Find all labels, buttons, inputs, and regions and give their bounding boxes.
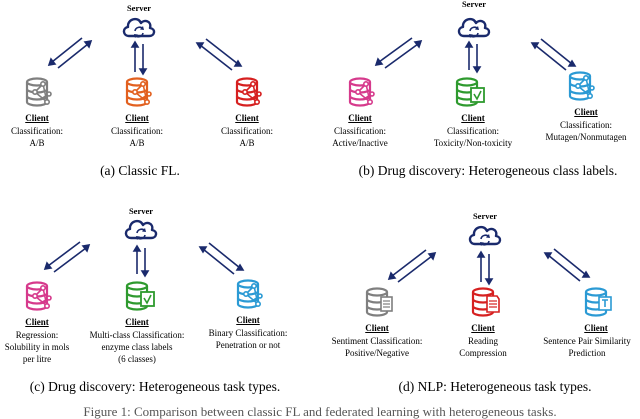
panel-caption: (a) Classic FL. (100, 163, 180, 178)
up-down-arrows-icon (132, 244, 150, 278)
client-task-line2: Active/Inactive (332, 138, 388, 148)
client-task-line2: A/B (29, 138, 45, 148)
client-task-line3: (6 classes) (118, 354, 156, 364)
server-cloud-icon (124, 219, 158, 242)
client-task-line2: A/B (239, 138, 255, 148)
database-document-icon (365, 287, 393, 317)
client-label: Client (125, 113, 149, 123)
database-text-icon (584, 287, 612, 317)
database-icon (235, 77, 262, 107)
client-task-line2: Compression (459, 348, 507, 358)
client-label: Client (25, 113, 49, 123)
client-task-line1: Binary Classification: (208, 328, 288, 338)
client-task-line2: Solubility in mols (4, 342, 70, 352)
up-down-arrows-icon (464, 40, 482, 74)
client-task-line1: Classification: (111, 126, 163, 136)
client-task-line1: Sentiment Classification: (331, 336, 423, 346)
database-icon (236, 279, 263, 309)
database-icon (25, 281, 52, 311)
client-task-line2: Prediction (568, 348, 606, 358)
client-task-line1: Classification: (447, 126, 499, 136)
client-label: Client (471, 323, 495, 333)
database-icon (568, 71, 595, 101)
up-down-arrows-icon (476, 250, 494, 286)
client-task-line2: Mutagen/Nonmutagen (545, 132, 627, 142)
client-task-line2: Toxicity/Non-toxicity (433, 138, 513, 148)
server-label: Server (128, 206, 154, 216)
diagonal-arrows-icon (47, 37, 243, 71)
diagonal-arrows-icon (387, 248, 591, 283)
client-task-line1: Regression: (15, 330, 59, 340)
client-label: Client (584, 323, 608, 333)
client-label: Client (348, 113, 372, 123)
database-document-icon (471, 287, 500, 317)
database-icon (348, 77, 375, 107)
client-task-line3: per litre (22, 354, 52, 364)
server-label: Server (472, 211, 498, 221)
client-label: Client (25, 317, 49, 327)
client-label: Client (461, 113, 485, 123)
server-cloud-icon (468, 225, 502, 248)
database-icon (25, 77, 52, 107)
server-label: Server (126, 3, 152, 13)
server-cloud-icon (457, 17, 491, 40)
client-label: Client (365, 323, 389, 333)
panel-caption: (d) NLP: Heterogeneous task types. (398, 379, 592, 394)
panel-caption: (b) Drug discovery: Heterogeneous class … (358, 163, 618, 178)
server-cloud-icon (122, 17, 156, 40)
panel-caption: (c) Drug discovery: Heterogeneous task t… (29, 379, 281, 394)
diagonal-arrows-icon (43, 241, 245, 275)
database-enzyme-icon (125, 281, 155, 311)
client-task-line1: Classification: (221, 126, 273, 136)
client-task-line1: Multi-class Classification: (89, 330, 185, 340)
client-label: Client (574, 107, 598, 117)
client-label: Client (235, 113, 259, 123)
client-task-line2: enzyme class labels (101, 342, 173, 352)
client-task-line1: Classification: (560, 120, 612, 130)
database-toxicity-icon (455, 77, 485, 107)
client-task-line1: Classification: (334, 126, 386, 136)
client-task-line2: A/B (129, 138, 145, 148)
client-label: Client (125, 317, 149, 327)
up-down-arrows-icon (130, 40, 148, 76)
client-label: Client (236, 315, 260, 325)
client-task-line1: Reading (468, 336, 498, 346)
client-task-line1: Classification: (11, 126, 63, 136)
diagonal-arrows-icon (374, 37, 577, 71)
client-task-line2: Penetration or not (215, 340, 281, 350)
server-label: Server (461, 0, 487, 9)
client-task-line2: Positive/Negative (345, 348, 409, 358)
client-task-line1: Sentence Pair Similarity (543, 336, 631, 346)
database-icon (125, 77, 152, 107)
